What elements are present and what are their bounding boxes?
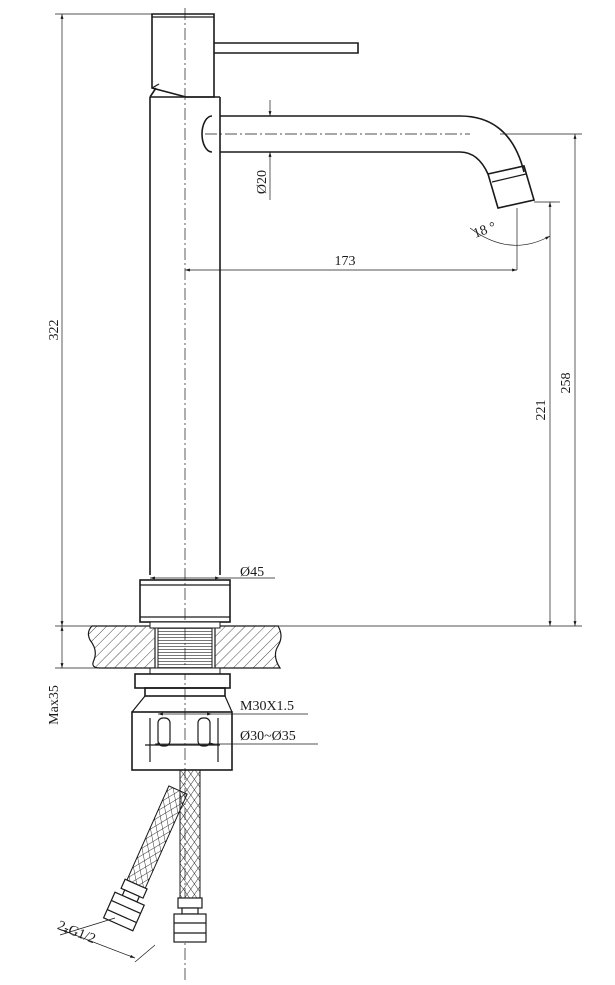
label-body-diameter: Ø45 — [240, 565, 264, 580]
countertop-section — [87, 621, 282, 675]
label-max-thickness: Max35 — [47, 685, 62, 725]
label-total-height: 322 — [47, 320, 62, 341]
label-spout-diameter: Ø20 — [255, 170, 270, 194]
dim-spout-reach: 173 — [185, 254, 517, 272]
label-outlet-height: 221 — [534, 400, 549, 421]
faucet-body — [139, 13, 359, 623]
label-spout-top-height: 258 — [559, 373, 574, 394]
label-hole-diameter: Ø30~Ø35 — [240, 729, 296, 744]
fixing-nut — [131, 673, 233, 771]
dim-thread-hole: M30X1.5 Ø30~Ø35 — [155, 699, 318, 746]
label-spout-reach: 173 — [335, 254, 356, 269]
dim-max-thickness: Max35 — [47, 626, 100, 725]
dim-total-height: 322 — [47, 13, 152, 627]
dim-hose-connection: 2-G1/2 — [55, 917, 156, 963]
dim-heights-right: 258 221 — [230, 133, 582, 627]
spout — [201, 115, 536, 209]
dim-spout-angle: 18 ° — [469, 201, 555, 270]
label-hose-connection: 2-G1/2 — [55, 918, 97, 947]
label-thread: M30X1.5 — [240, 699, 294, 714]
label-spout-angle: 18 ° — [471, 220, 498, 242]
supply-hoses — [102, 769, 207, 943]
dim-spout-diameter: Ø20 — [255, 100, 272, 200]
dim-body-diameter: Ø45 — [150, 565, 275, 580]
